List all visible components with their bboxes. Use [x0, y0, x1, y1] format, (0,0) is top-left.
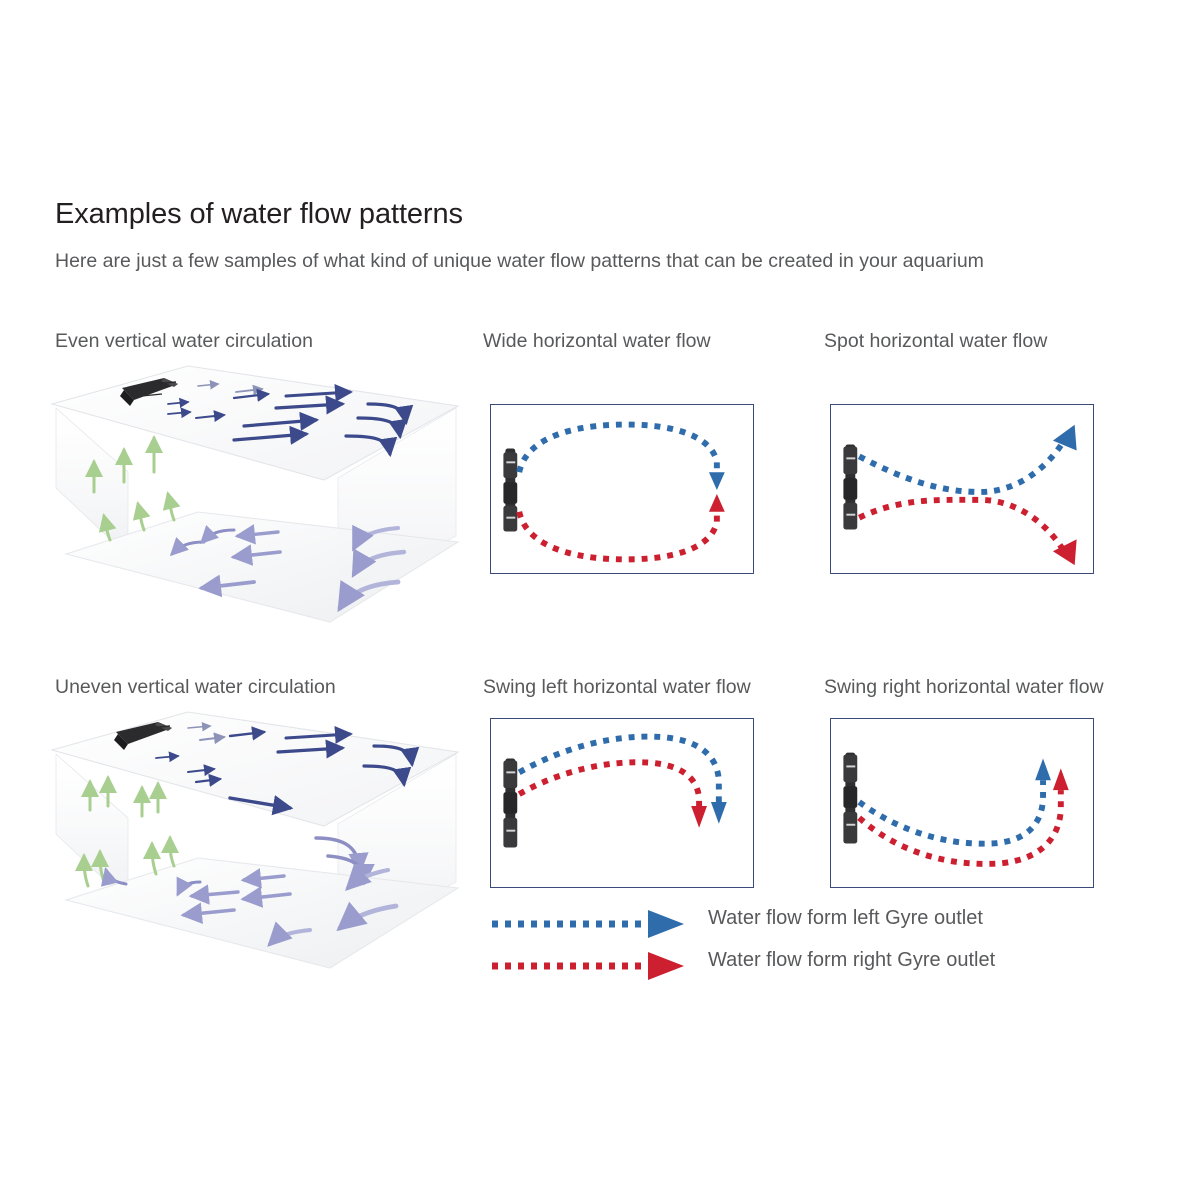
arrow-down-right-icon — [1052, 539, 1077, 566]
legend-label-left-gyre: Water flow form left Gyre outlet — [708, 907, 983, 929]
legend-item-right-gyre: Water flow form right Gyre outlet — [490, 944, 1100, 986]
flow-panel-swing-right — [830, 718, 1094, 888]
vertical-upwelling-arrows — [85, 435, 181, 542]
flow-path-blue — [516, 421, 720, 473]
legend: Water flow form left Gyre outlet Water f… — [490, 902, 1100, 986]
flow-path-red — [857, 496, 1066, 551]
diagram-even-vertical-circulation — [38, 360, 468, 660]
top-plane-flow-arrows — [155, 721, 420, 816]
arrow-up-right-icon — [1052, 424, 1077, 451]
panel-label-spot-horizontal: Spot horizontal water flow — [824, 330, 1048, 352]
gyre-pump-icon — [503, 448, 518, 532]
legend-label-right-gyre: Water flow form right Gyre outlet — [708, 949, 996, 971]
panel-label-wide-horizontal: Wide horizontal water flow — [483, 330, 711, 352]
flow-path-red — [517, 759, 703, 806]
top-water-plane — [49, 711, 460, 827]
gyre-pump-icon — [120, 378, 178, 406]
panel-label-uneven-vertical: Uneven vertical water circulation — [55, 676, 336, 698]
gyre-pump-icon — [843, 444, 858, 530]
flow-path-blue — [517, 733, 722, 803]
top-plane-flow-arrows — [167, 380, 414, 458]
arrow-down-icon — [691, 805, 707, 828]
bottom-plane-flow-arrows — [100, 836, 399, 947]
arrow-down-icon — [710, 802, 727, 824]
flow-path-red — [516, 510, 720, 563]
flow-panel-spot-horizontal — [830, 404, 1094, 574]
flow-path-red — [857, 790, 1064, 867]
flow-panel-wide-horizontal — [490, 404, 754, 574]
page-subtitle: Here are just a few samples of what kind… — [55, 250, 984, 272]
panel-label-swing-right: Swing right horizontal water flow — [824, 676, 1104, 698]
arrow-up-icon — [1035, 758, 1051, 781]
arrow-up-icon — [1052, 768, 1069, 791]
legend-swatch-blue — [490, 902, 690, 944]
flow-panel-swing-left — [490, 718, 754, 888]
panel-label-even-vertical: Even vertical water circulation — [55, 330, 313, 352]
arrow-right-icon — [648, 952, 684, 980]
bottom-plane-flow-arrows — [169, 524, 407, 613]
arrow-up-icon — [708, 493, 725, 512]
page-title: Examples of water flow patterns — [55, 198, 463, 230]
gyre-pump-icon — [843, 752, 858, 844]
flow-path-blue — [857, 440, 1066, 495]
legend-item-left-gyre: Water flow form left Gyre outlet — [490, 902, 1100, 944]
legend-swatch-red — [490, 944, 690, 986]
diagram-uneven-vertical-circulation — [38, 706, 468, 1006]
flow-path-blue — [857, 780, 1046, 847]
gyre-pump-icon — [114, 722, 172, 750]
panel-label-swing-left: Swing left horizontal water flow — [483, 676, 751, 698]
arrow-right-icon — [648, 910, 684, 938]
arrow-down-icon — [708, 472, 725, 490]
gyre-pump-icon — [503, 758, 518, 848]
